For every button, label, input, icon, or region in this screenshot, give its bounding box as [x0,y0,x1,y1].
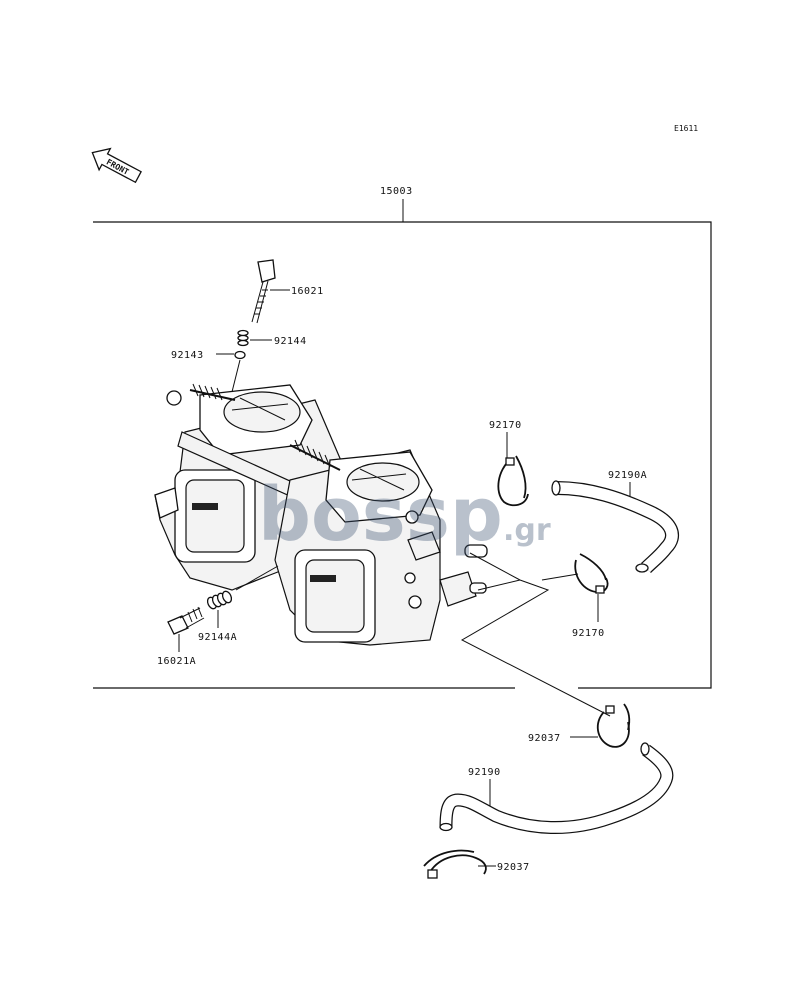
label-92170-right: 92170 [572,628,605,639]
part-92144-spring [237,329,249,347]
part-16021a-screw [167,606,205,635]
label-92144: 92144 [274,336,307,347]
part-92037-clamp-bottom [423,849,487,879]
carburetor-assembly [154,383,488,646]
label-92190: 92190 [468,767,501,778]
label-92190a: 92190A [608,470,647,481]
assembly-label: 15003 [380,186,413,197]
front-arrow-icon: FRONT [91,147,142,184]
label-16021a: 16021A [157,656,196,667]
assembly-frame [93,221,712,689]
label-92170-top: 92170 [489,420,522,431]
label-92037-mid: 92037 [528,733,561,744]
svg-text:.gr: .gr [503,513,551,548]
part-92143-washer [234,350,246,360]
watermark: bossp .gr [258,472,551,558]
part-16021-screw [251,259,276,324]
diagram-code: E1611 [674,124,698,133]
part-92190-hose [439,742,674,835]
part-92170-clamp-top [497,455,529,507]
svg-text:bossp: bossp [258,472,503,558]
part-92170-clamp-right [574,553,609,594]
part-92037-clamp-mid [596,703,631,748]
label-92143: 92143 [171,350,204,361]
label-92037-bottom: 92037 [497,862,530,873]
part-92144a-spring [206,590,233,610]
part-92190a-hose [551,480,679,574]
label-92144a: 92144A [198,632,237,643]
label-16021: 16021 [291,286,324,297]
